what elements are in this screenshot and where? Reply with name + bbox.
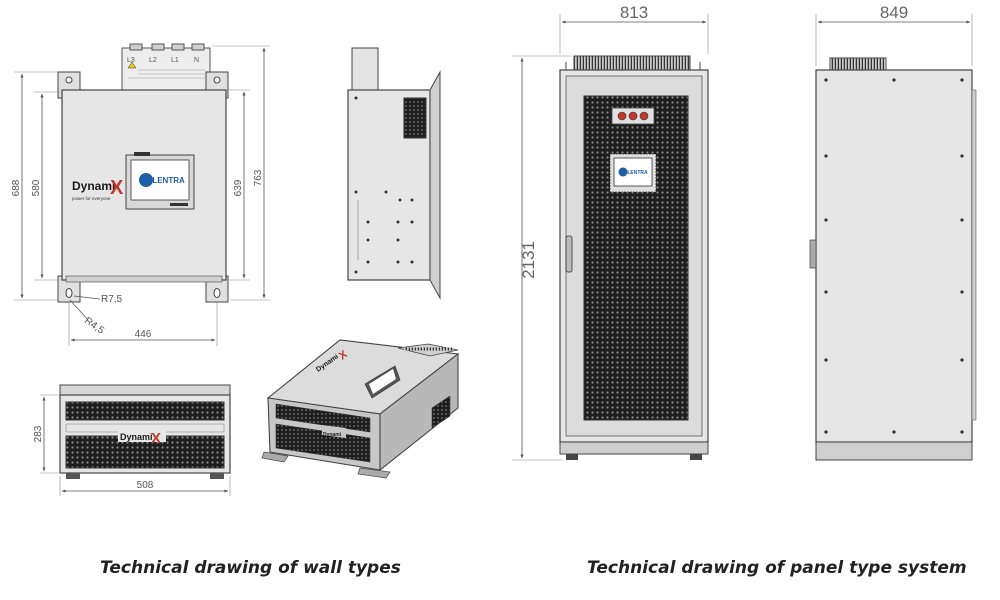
dim-height-total: 763 — [253, 169, 264, 186]
door-handle — [565, 235, 573, 273]
dim-width: 446 — [135, 329, 152, 340]
brand-logo-text: Dynami — [72, 179, 115, 193]
screen-brand: ELENTRA — [147, 176, 185, 185]
panel-screen-brand: ELENTRA — [624, 170, 648, 176]
warning-icon — [127, 61, 137, 69]
panel-front-view: ELENTRA 813 2131 — [512, 3, 709, 461]
wall-isometric-view: Dynami Dynami X — [261, 339, 460, 479]
dim-bottom-height: 283 — [33, 425, 44, 442]
dim-height-right: 639 — [233, 179, 244, 196]
panel-perforated-door — [583, 95, 689, 421]
brand-tagline: power for everyone — [72, 196, 111, 201]
brand-logo-x: X — [110, 177, 124, 199]
dim-height-body: 688 — [11, 179, 22, 196]
dim-bottom-width: 508 — [137, 480, 154, 491]
dim-height-inner: 580 — [31, 179, 42, 196]
wall-front-view: L3 L2 L1 N Dynami X power for everyone E… — [11, 43, 270, 346]
screen-logo-icon — [139, 173, 153, 187]
indicator-lamp-icon — [639, 111, 649, 121]
terminal-label-l2: L2 — [149, 57, 157, 64]
terminal-label-n: N — [194, 57, 199, 64]
hmi-screen: ELENTRA — [125, 152, 195, 210]
side-vent — [403, 97, 427, 139]
bottom-brand-text: Dynami — [120, 432, 153, 442]
panel-screen-logo-icon — [618, 167, 628, 177]
indicator-lamp-icon — [617, 111, 627, 121]
dim-panel-depth: 849 — [880, 3, 908, 22]
wall-bottom-view: Dynami X 283 508 — [33, 384, 231, 496]
iso-side-brand-text: Dynami — [323, 432, 342, 438]
dim-panel-height: 2131 — [519, 241, 538, 279]
caption-wall-types: Technical drawing of wall types — [100, 558, 401, 578]
terminal-block — [121, 47, 211, 91]
bottom-brand-x: X — [151, 430, 161, 447]
panel-side-body — [815, 69, 973, 443]
panel-side-view: 849 — [809, 3, 977, 461]
dim-radius-large: R7,5 — [101, 294, 123, 305]
terminal-label-l3: L3 — [127, 57, 135, 64]
terminal-label-l1: L1 — [171, 57, 179, 64]
caption-panel-system: Technical drawing of panel type system — [587, 558, 967, 578]
wall-side-view — [347, 47, 441, 300]
indicator-lamp-icon — [628, 111, 638, 121]
dim-radius-small: R4,5 — [82, 315, 106, 336]
dim-panel-width: 813 — [620, 3, 648, 22]
